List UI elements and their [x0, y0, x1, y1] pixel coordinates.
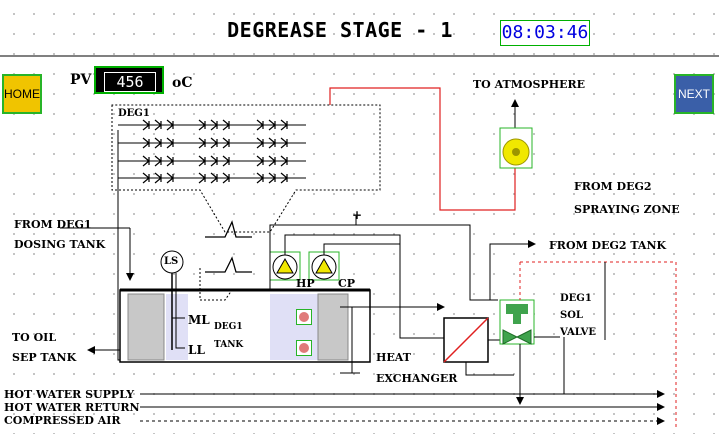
compressed-air-label: COMPRESSED AIR: [4, 414, 121, 427]
spray-nozzle-icon: [142, 172, 150, 184]
tank-panel-right-gray: [317, 293, 349, 361]
from-deg1-label: FROM DEG1: [14, 218, 92, 231]
pv-value: 456: [104, 72, 156, 92]
pv-unit: oC: [172, 75, 193, 91]
spray-nozzle-icon: [198, 155, 206, 167]
clock-display: 08:03:46: [500, 20, 590, 46]
valve-tag-valve: VALVE: [560, 327, 596, 338]
spray-nozzle-icon: [268, 137, 276, 149]
spray-nozzles: [142, 119, 288, 184]
exhaust-pipe: [329, 87, 516, 211]
valve-tag-sol: SOL: [560, 310, 583, 321]
spray-nozzle-icon: [198, 137, 206, 149]
spray-nozzle-icon: [142, 119, 150, 131]
valve-tag-deg1: DEG1: [560, 293, 592, 304]
spray-nozzle-icon: [222, 119, 230, 131]
hot-water-supply-label: HOT WATER SUPPLY: [4, 388, 135, 401]
spray-nozzle-icon: [154, 155, 162, 167]
spray-nozzle-icon: [166, 155, 174, 167]
spray-nozzle-icon: [256, 155, 264, 167]
hp-label: HP: [296, 277, 315, 290]
to-oil-label: TO OIL: [12, 331, 57, 344]
spray-nozzle-icon: [256, 119, 264, 131]
spray-nozzle-icon: [222, 137, 230, 149]
ml-label: ML: [188, 313, 210, 327]
spray-nozzle-icon: [198, 119, 206, 131]
spray-nozzle-icon: [154, 172, 162, 184]
spray-nozzle-icon: [210, 137, 218, 149]
spray-nozzle-icon: [210, 172, 218, 184]
spray-nozzle-icon: [166, 137, 174, 149]
spray-nozzle-icon: [142, 155, 150, 167]
spray-nozzle-icon: [210, 119, 218, 131]
spray-nozzle-icon: [142, 137, 150, 149]
spray-nozzle-icon: [280, 172, 288, 184]
spray-nozzle-icon: [280, 155, 288, 167]
spray-nozzle-icon: [166, 119, 174, 131]
spray-nozzle-icon: [222, 155, 230, 167]
spray-nozzle-icon: [268, 172, 276, 184]
deg1-tank-label-b: TANK: [214, 340, 244, 350]
spraying-zone-label: SPRAYING ZONE: [574, 203, 680, 216]
heat-label: HEAT: [376, 351, 411, 364]
spray-nozzle-icon: [268, 119, 276, 131]
spray-nozzle-icon: [198, 172, 206, 184]
deg1-spray-label: DEG1: [118, 108, 150, 119]
spray-zone-hood: [111, 104, 381, 233]
next-button[interactable]: NEXT: [674, 74, 714, 114]
spray-nozzle-icon: [268, 155, 276, 167]
cp-label: CP: [338, 277, 356, 290]
spray-nozzle-icon: [166, 172, 174, 184]
ls-label: LS: [164, 256, 179, 267]
sep-tank-label: SEP TANK: [12, 351, 77, 364]
spray-nozzle-icon: [154, 119, 162, 131]
pump-hp-icon: [276, 257, 294, 274]
tank-panel-tint: [166, 294, 188, 360]
tank-panel-left: [127, 293, 165, 361]
spray-nozzle-icon: [222, 172, 230, 184]
to-atmosphere-label: TO ATMOSPHERE: [473, 78, 585, 91]
home-button[interactable]: HOME: [2, 74, 42, 114]
return-line-dashed: [520, 261, 677, 430]
hot-water-return-label: HOT WATER RETURN: [4, 401, 140, 414]
spray-nozzle-matrix: [118, 124, 306, 179]
spray-nozzle-icon: [256, 172, 264, 184]
from-deg2-label: FROM DEG2: [574, 180, 652, 193]
control-valve-icon: [502, 329, 519, 345]
plus-sign: +: [352, 208, 363, 222]
spray-nozzle-icon: [280, 137, 288, 149]
from-deg2-tank-label: FROM DEG2 TANK: [549, 239, 667, 252]
spray-nozzle-icon: [154, 137, 162, 149]
pv-label: PV: [70, 72, 92, 88]
tank-indicator-light-upper: [296, 309, 312, 325]
spray-nozzle-icon: [256, 137, 264, 149]
spray-nozzle-icon: [280, 119, 288, 131]
ll-label: LL: [188, 343, 205, 357]
dosing-tank-label: DOSING TANK: [14, 238, 106, 251]
deg1-tank-label-a: DEG1: [214, 322, 243, 332]
page-title: DEGREASE STAGE - 1: [227, 18, 453, 42]
spray-nozzle-icon: [210, 155, 218, 167]
pv-display: 456: [94, 66, 164, 94]
tank-indicator-light-lower: [296, 340, 312, 356]
exchanger-label: EXCHANGER: [376, 372, 458, 385]
pump-cp-icon: [315, 257, 333, 274]
